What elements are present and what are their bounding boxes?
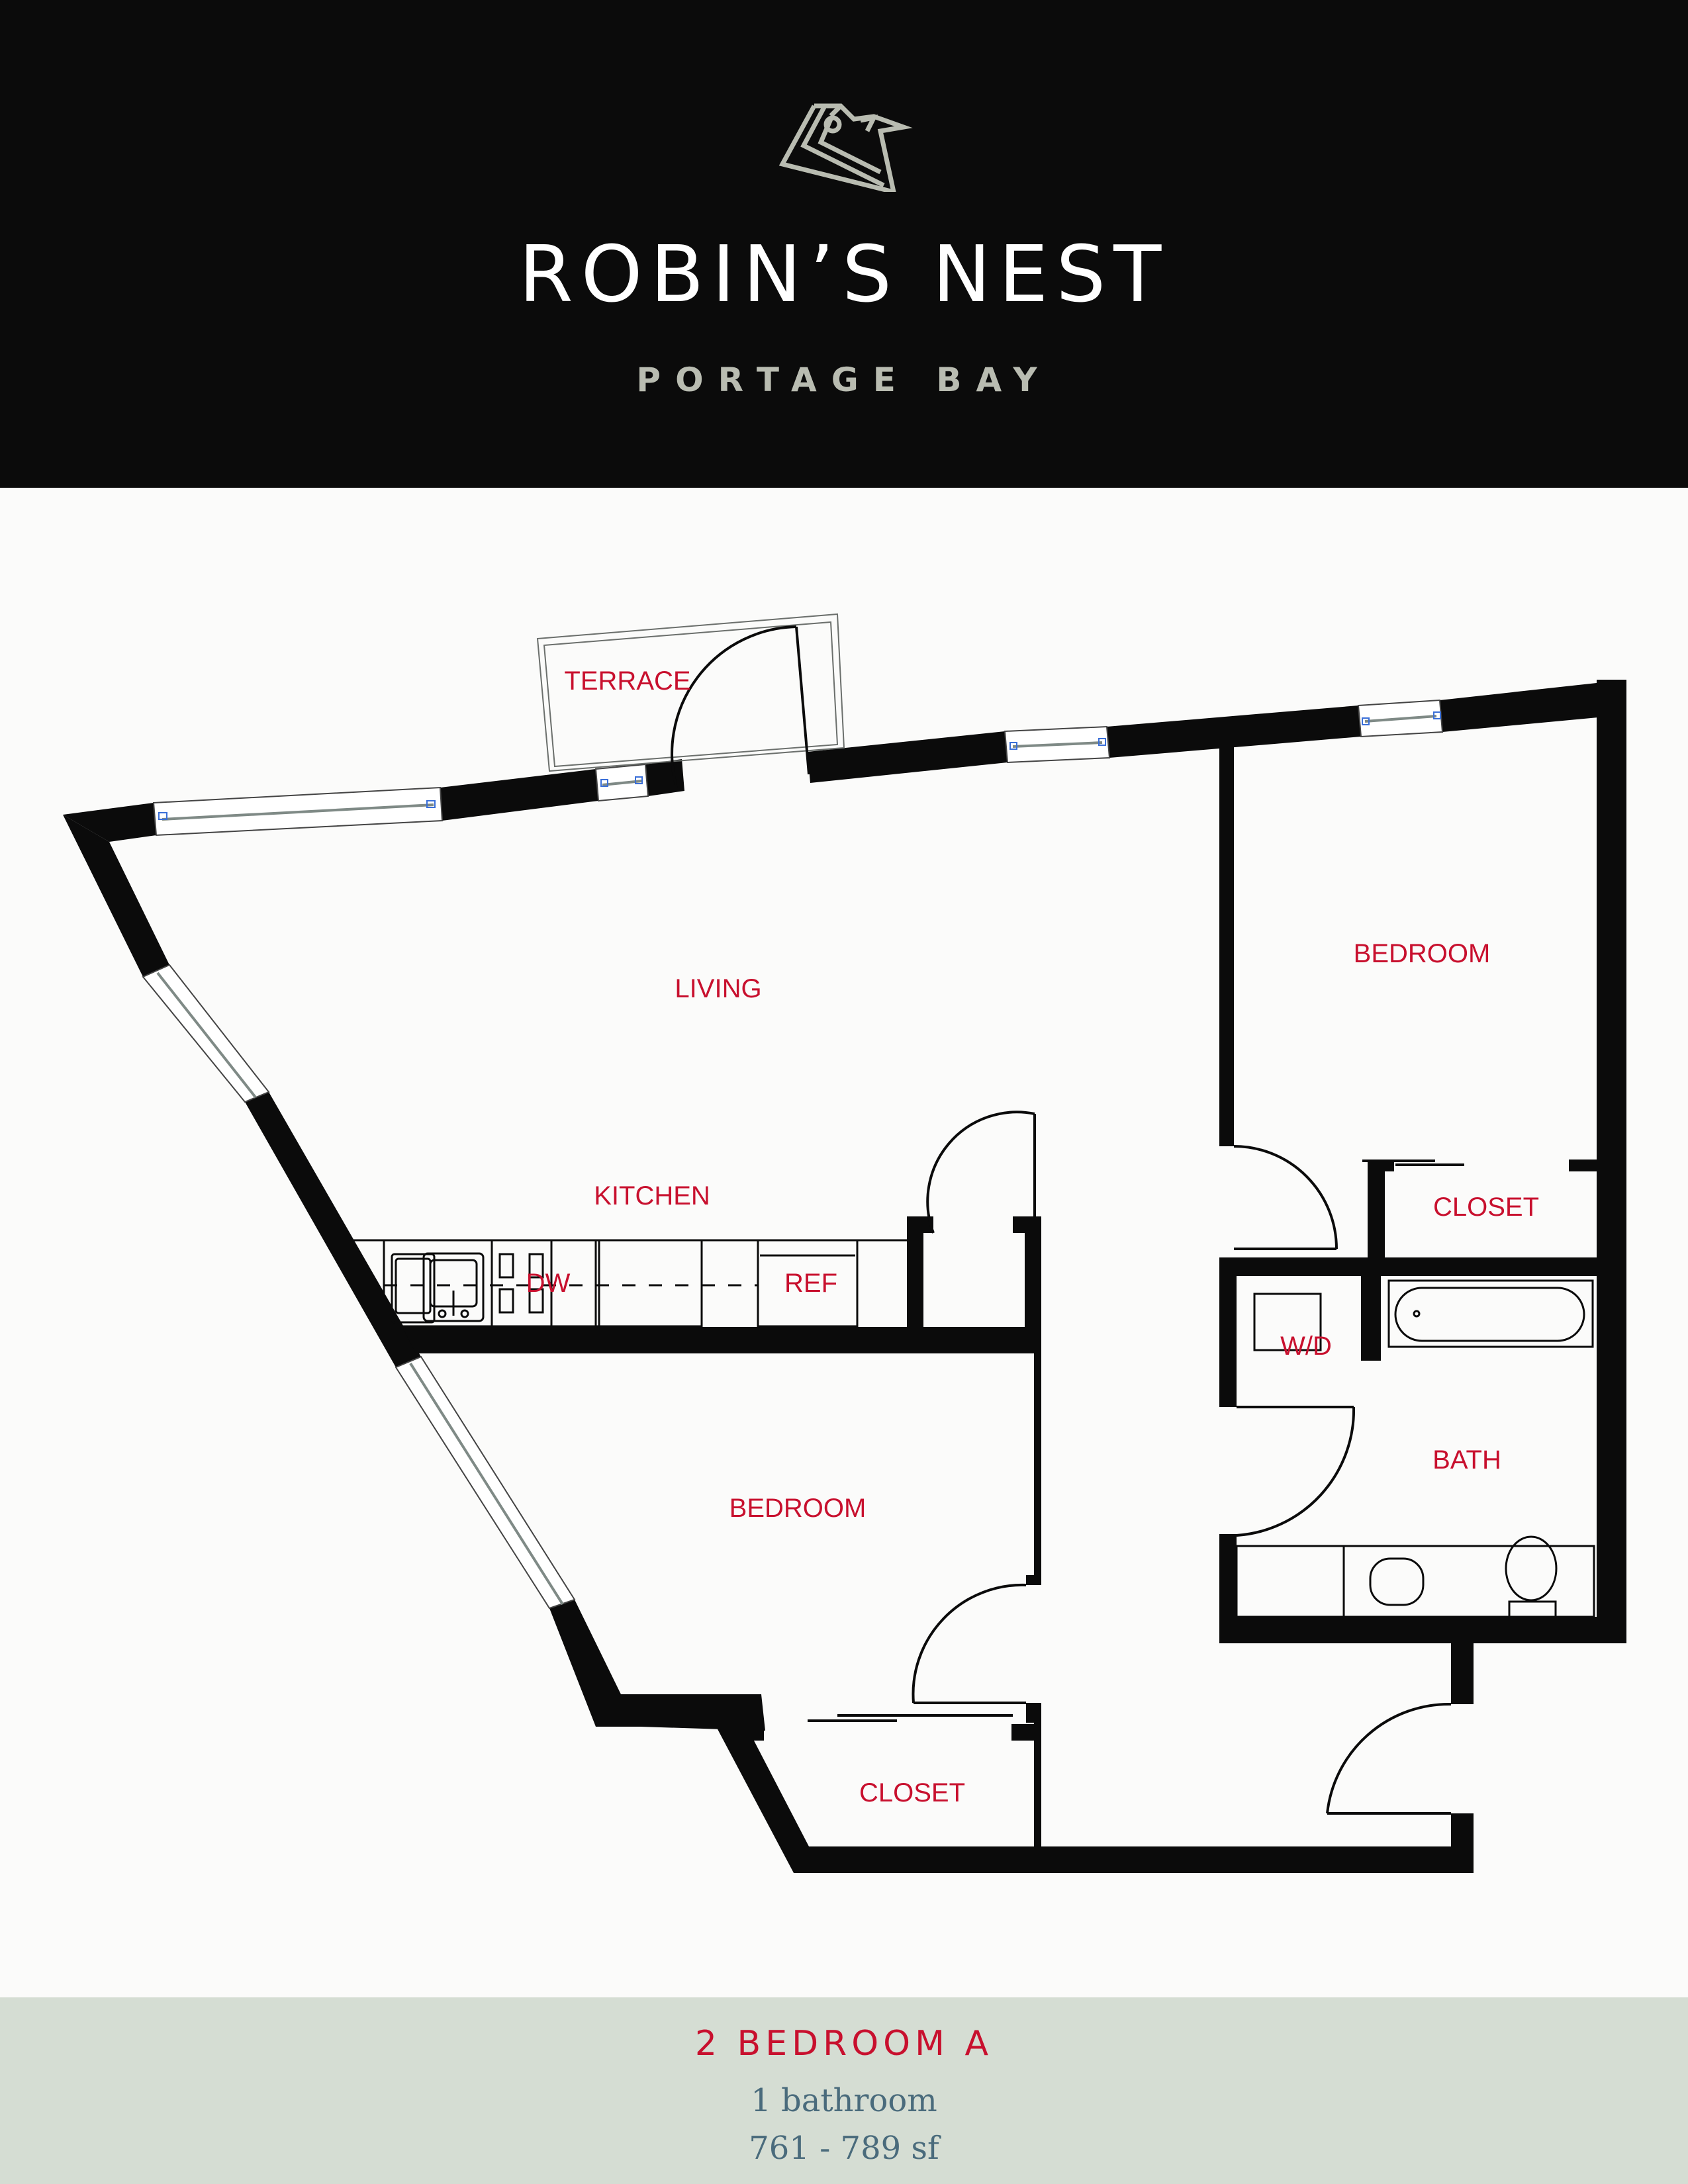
room-label-bedroom-1: BEDROOM bbox=[1353, 939, 1491, 968]
header-banner: ROBIN’S NEST PORTAGE BAY bbox=[0, 0, 1688, 488]
room-label-bedroom-2: BEDROOM bbox=[729, 1494, 867, 1523]
unit-square-feet: 761 - 789 sf bbox=[749, 2130, 939, 2167]
room-label-kitchen: KITCHEN bbox=[594, 1181, 710, 1210]
room-label-closet-2: CLOSET bbox=[859, 1778, 966, 1807]
robin-bird-logo-icon bbox=[778, 103, 913, 192]
appliance-label-refrigerator: REF bbox=[784, 1269, 837, 1298]
room-label-bath: BATH bbox=[1432, 1445, 1501, 1475]
floor-plan-drawing bbox=[63, 613, 1626, 1873]
room-label-terrace: TERRACE bbox=[564, 666, 691, 696]
floor-plan: TERRACE LIVING KITCHEN BEDROOM BEDROOM C… bbox=[0, 488, 1688, 1997]
unit-name: 2 BEDROOM A bbox=[694, 2024, 994, 2064]
appliance-label-dishwasher: DW bbox=[526, 1269, 571, 1298]
unit-bathrooms: 1 bathroom bbox=[751, 2082, 937, 2119]
appliance-label-washer-dryer: W/D bbox=[1280, 1332, 1332, 1361]
unit-info-footer: 2 BEDROOM A 1 bathroom 761 - 789 sf bbox=[0, 1997, 1688, 2184]
property-title: ROBIN’S NEST bbox=[518, 228, 1170, 320]
room-label-closet-1: CLOSET bbox=[1432, 1193, 1540, 1222]
property-subtitle: PORTAGE BAY bbox=[636, 361, 1052, 399]
room-label-living: LIVING bbox=[675, 974, 762, 1003]
